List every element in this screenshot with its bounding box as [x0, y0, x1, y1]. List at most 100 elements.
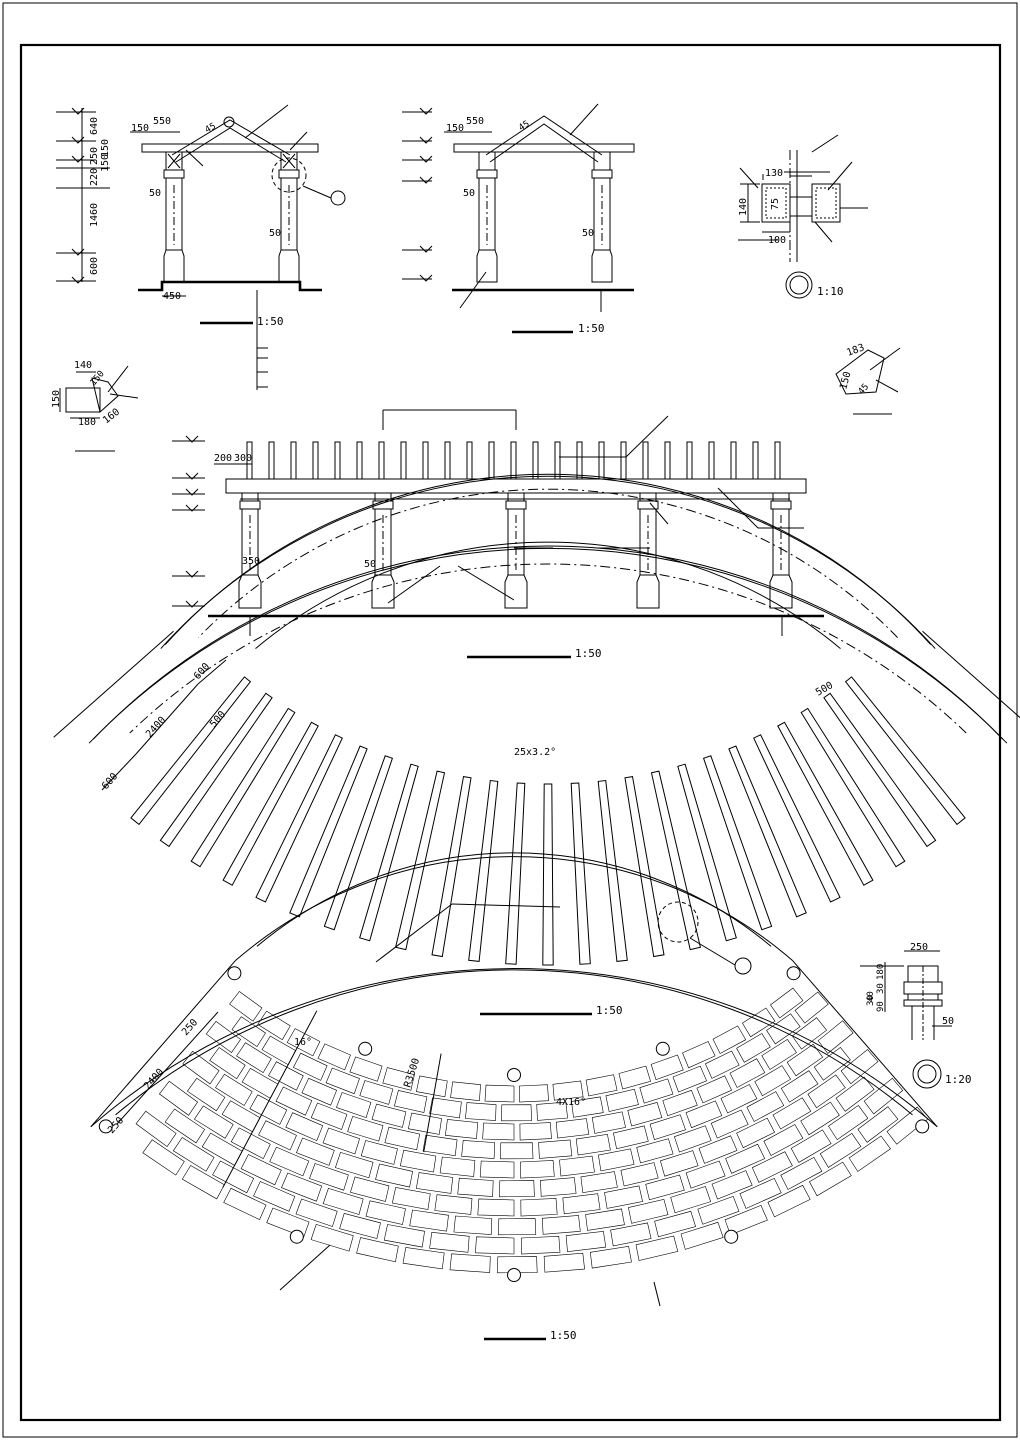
paving-block — [686, 1161, 725, 1188]
roof-beam-arc — [89, 548, 1007, 743]
paving-block — [210, 1048, 246, 1079]
paving-block — [697, 1076, 732, 1103]
col-detail-top-width: 250 — [910, 942, 928, 953]
elevation-rafter — [687, 442, 692, 479]
paving-block — [475, 1237, 514, 1254]
paving-block — [440, 1157, 475, 1177]
paving-block — [781, 1071, 818, 1102]
roof-rafter — [801, 708, 905, 866]
side-section: 150 550 45 50 50 1:50 — [402, 104, 634, 335]
paving-block — [311, 1224, 353, 1251]
elevation-column-base — [239, 575, 261, 608]
paving-block — [730, 1059, 765, 1088]
joint-dim-100: 100 — [768, 235, 786, 246]
side-rafter-dim: 45 — [517, 119, 532, 133]
detail-marker-2 — [735, 958, 751, 974]
paving-block — [237, 1043, 272, 1073]
paving-block — [282, 1173, 322, 1201]
elevation-rafter — [665, 442, 670, 479]
paving-block — [423, 1135, 457, 1156]
roof-plan-scale: 1:50 — [596, 1004, 623, 1017]
elevation-rafter — [511, 442, 516, 479]
paving-block — [302, 1078, 337, 1105]
col-detail-dim-90: 90 — [876, 1001, 886, 1012]
dim-150-lower: 150 — [100, 154, 111, 172]
column-detail: 250 180 30 30 40 90 50 1:20 — [860, 942, 972, 1088]
paving-block — [458, 1178, 494, 1196]
paving-block — [705, 1051, 739, 1078]
roof-rafter — [469, 781, 498, 962]
rafter-spacing-label: 25x3.2° — [514, 747, 556, 758]
paving-block — [681, 1222, 723, 1249]
elevation-rafter — [401, 442, 406, 479]
elevation-rafter — [467, 442, 472, 479]
paving-block — [311, 1103, 347, 1130]
paving-block — [173, 1138, 214, 1172]
elevation-column-cap — [242, 493, 258, 501]
paving-block — [712, 1171, 752, 1200]
floor-column — [228, 967, 241, 980]
paving-block — [660, 1151, 698, 1177]
paving-block — [540, 1178, 576, 1197]
roof-rafter — [846, 677, 966, 825]
paving-block — [820, 1133, 861, 1167]
paving-block — [485, 1085, 514, 1102]
paving-block — [430, 1232, 470, 1252]
detail-marker-1 — [331, 191, 345, 205]
floor-end-edge — [91, 961, 235, 1127]
roof-rafter — [191, 708, 295, 866]
paving-block — [350, 1177, 389, 1202]
paving-block — [450, 1254, 490, 1273]
paving-block — [435, 1195, 472, 1215]
paving-block — [520, 1161, 554, 1179]
paving-block — [768, 1185, 810, 1217]
paving-block — [410, 1210, 449, 1231]
paving-block — [767, 1014, 801, 1044]
paving-block — [336, 1093, 371, 1118]
paving-block — [501, 1105, 531, 1121]
paving-block — [206, 1021, 240, 1052]
elevation-rafter — [621, 442, 626, 479]
dim-640: 640 — [89, 117, 100, 135]
paving-block — [586, 1075, 617, 1096]
paving-block — [606, 1089, 639, 1111]
paving-block — [323, 1128, 360, 1154]
paving-block — [159, 1081, 197, 1115]
elevation-scale: 1:50 — [575, 647, 602, 660]
paving-block — [560, 1156, 595, 1176]
elevation-rafter — [643, 442, 648, 479]
elevation-column-collar — [240, 501, 260, 509]
floor-column — [508, 1269, 521, 1282]
roof-plan: 600 2400 600 500 500 25x3.2° 1:50 — [54, 474, 1020, 1017]
paving-block — [829, 1105, 868, 1139]
paving-block — [202, 1133, 242, 1165]
roof-rafter — [704, 756, 772, 930]
paving-block — [849, 1136, 890, 1172]
paving-block — [651, 1055, 683, 1080]
elevation-column-collar — [638, 501, 658, 509]
paving-block — [213, 1161, 254, 1193]
paving-block — [348, 1116, 383, 1141]
col-detail-dim-180: 180 — [876, 964, 886, 980]
beam-right-dim-150: 150 — [838, 370, 853, 390]
paving-block — [737, 1118, 775, 1148]
floor-column — [508, 1069, 521, 1082]
beam-end-detail-left: 140 150 180 160 150 — [51, 360, 138, 451]
paving-block — [478, 1199, 514, 1216]
paving-block — [721, 1085, 757, 1114]
side-col-width-right: 50 — [582, 228, 594, 239]
paving-block — [637, 1139, 673, 1163]
paving-block — [586, 1209, 625, 1231]
beam-left-dim-140: 140 — [74, 360, 92, 371]
paving-block — [836, 1077, 874, 1111]
paving-block — [480, 1161, 514, 1178]
paving-block — [232, 1017, 266, 1047]
paving-block — [808, 1075, 845, 1108]
paving-block — [384, 1225, 424, 1248]
elevation-rafter — [599, 442, 604, 479]
paving-block — [762, 1039, 797, 1069]
front-section: 640 150 250 220 150 1460 600 150 550 45 — [56, 105, 345, 390]
beam-left-dim-150: 150 — [51, 390, 62, 408]
side-section-scale: 1:50 — [578, 322, 605, 335]
